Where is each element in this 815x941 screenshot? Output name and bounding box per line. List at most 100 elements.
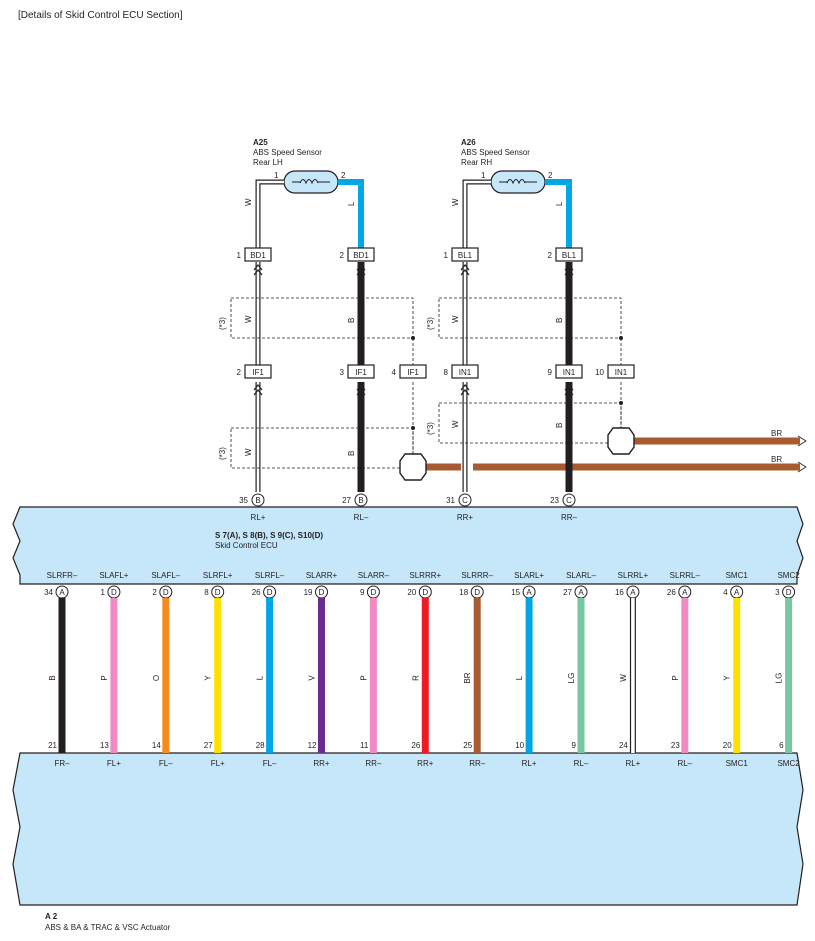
ecu-pin-number: 4 (723, 588, 728, 597)
ecu-pin-number: 27 (563, 588, 572, 597)
ecu-pin-number: 20 (407, 588, 416, 597)
shield-note-2: (*3) (218, 447, 227, 460)
actuator-pin-number: 27 (204, 741, 213, 750)
svg-text:23: 23 (550, 496, 559, 505)
svg-text:2: 2 (548, 251, 553, 260)
actuator-pin-number: 26 (411, 741, 420, 750)
ecu-pin-name: SLRRL– (670, 571, 701, 580)
shield-note-3: (*3) (426, 317, 435, 330)
ecu-pin-name: SLARR– (358, 571, 390, 580)
actuator-pin-name: FL+ (107, 759, 121, 768)
ground-octagon-icon (399, 453, 427, 481)
connector-bd1-2: BD1 2 (340, 247, 375, 262)
wire-color-label: LG (567, 673, 576, 684)
actuator-pin-number: 21 (48, 741, 57, 750)
connector-bd1-1: BD1 1 (237, 247, 272, 262)
ecu-actuator-wires: SLRFR–A34B21FR–SLAFL+D1P13FL+SLAFL–D2O14… (44, 571, 800, 768)
ecu-pin-name: SLARL+ (514, 571, 544, 580)
sensor-a26-wire-w (462, 179, 491, 248)
wire-color-label: W (619, 674, 628, 682)
actuator-pin-name: SMC1 (726, 759, 749, 768)
svg-text:BL1: BL1 (458, 251, 473, 260)
svg-text:IF1: IF1 (252, 368, 264, 377)
svg-text:C: C (566, 496, 572, 505)
actuator-pin-number: 10 (515, 741, 524, 750)
connector-in1-9: IN1 9 (548, 364, 583, 379)
svg-text:35: 35 (239, 496, 248, 505)
sensor-a26: A26 ABS Speed Sensor Rear RH 1 2 W L (451, 138, 572, 248)
ecu-pin-number: 8 (204, 588, 209, 597)
shield-boxes: (*3) (*3) (*3) (*3) W B W B W B W B (218, 297, 623, 469)
sensor-a25-wire1-label: W (244, 198, 253, 206)
ecu-pin-number: 34 (44, 588, 53, 597)
ecu-pin-name: SLARR+ (306, 571, 338, 580)
svg-text:1: 1 (444, 251, 449, 260)
ecu-pin-name: SMC1 (726, 571, 749, 580)
wire-color-label: L (515, 675, 524, 680)
ecu-pin-name: SMC2 (777, 571, 800, 580)
actuator-pin-name: RL+ (625, 759, 640, 768)
wire-color-label: P (359, 675, 368, 680)
ground-octagon-icon (607, 427, 635, 455)
wire-color-label: R (411, 675, 420, 681)
sensor-a25-winding (299, 179, 319, 185)
ecu-pin-number: 26 (667, 588, 676, 597)
shield-wire-label: W (244, 448, 253, 456)
actuator-pin-name: FL+ (211, 759, 225, 768)
wire-color-label: LG (775, 673, 784, 684)
ecu-name: Skid Control ECU (215, 541, 278, 550)
actuator-pin-name: RR– (365, 759, 382, 768)
connector-row-1: BD1 1 BD1 2 BL1 1 BL1 2 (237, 247, 583, 262)
ecu-pin-number: 15 (511, 588, 520, 597)
actuator-pin-number: 12 (308, 741, 317, 750)
actuator-pin-name: RR+ (313, 759, 330, 768)
ecu-pin-name: SLRRL+ (618, 571, 649, 580)
actuator-code: A 2 (45, 912, 58, 921)
sensor-a25-wire2-label: L (347, 201, 356, 206)
ecu-pin-connector: A (578, 588, 584, 597)
shield-wire-label: W (451, 315, 460, 323)
ecu-pin-number: 18 (459, 588, 468, 597)
actuator-pin-name: SMC2 (777, 759, 800, 768)
connector-bl1-1: BL1 1 (444, 247, 479, 262)
actuator-pin-name: FR– (54, 759, 70, 768)
connector-if1-3: IF1 3 (340, 364, 375, 379)
actuator-pin-number: 11 (360, 741, 369, 750)
sensor-a26-side: Rear RH (461, 158, 492, 167)
sensor-a26-pin1: 1 (481, 171, 486, 180)
actuator-pin-number: 20 (723, 741, 732, 750)
shield-wire-label: W (244, 315, 253, 323)
wire-color-label: P (671, 675, 680, 680)
sensor-a26-winding (506, 179, 526, 185)
ecu-pin-connector: A (734, 588, 740, 597)
actuator-pin-name: RR– (469, 759, 486, 768)
svg-text:B: B (255, 496, 260, 505)
ecu-pin-connector: D (111, 588, 117, 597)
svg-text:3: 3 (340, 368, 345, 377)
svg-text:BL1: BL1 (562, 251, 577, 260)
connector-row-2: IF1 2 IF1 3 IF1 4 IN1 8 IN1 9 IN1 10 (237, 364, 635, 379)
connector-if1-4: IF1 4 (392, 364, 427, 379)
svg-text:9: 9 (548, 368, 553, 377)
ecu-pin-number: 9 (360, 588, 365, 597)
connector-bl1-2: BL1 2 (548, 247, 583, 262)
ground-wire-label: BR (771, 455, 782, 464)
ecu-pin-connector: A (526, 588, 532, 597)
sensor-a25-side: Rear LH (253, 158, 283, 167)
ecu-pin-name: SLAFL– (151, 571, 180, 580)
actuator-pin-number: 9 (572, 741, 577, 750)
sensor-a26-wire2-label: L (555, 201, 564, 206)
svg-text:8: 8 (444, 368, 449, 377)
ecu-pin-connector: D (786, 588, 792, 597)
svg-text:RL+: RL+ (251, 513, 266, 522)
ecu-pin-name: SLARL– (566, 571, 596, 580)
ecu-pin-connector: D (474, 588, 480, 597)
wire-color-label: L (256, 675, 265, 680)
ecu-pin-number: 19 (304, 588, 313, 597)
shield-note-1: (*3) (218, 317, 227, 330)
ecu-pin-number: 16 (615, 588, 624, 597)
ecu-panel (12, 506, 804, 585)
svg-text:B: B (358, 496, 363, 505)
wire-color-label: BR (463, 672, 472, 683)
